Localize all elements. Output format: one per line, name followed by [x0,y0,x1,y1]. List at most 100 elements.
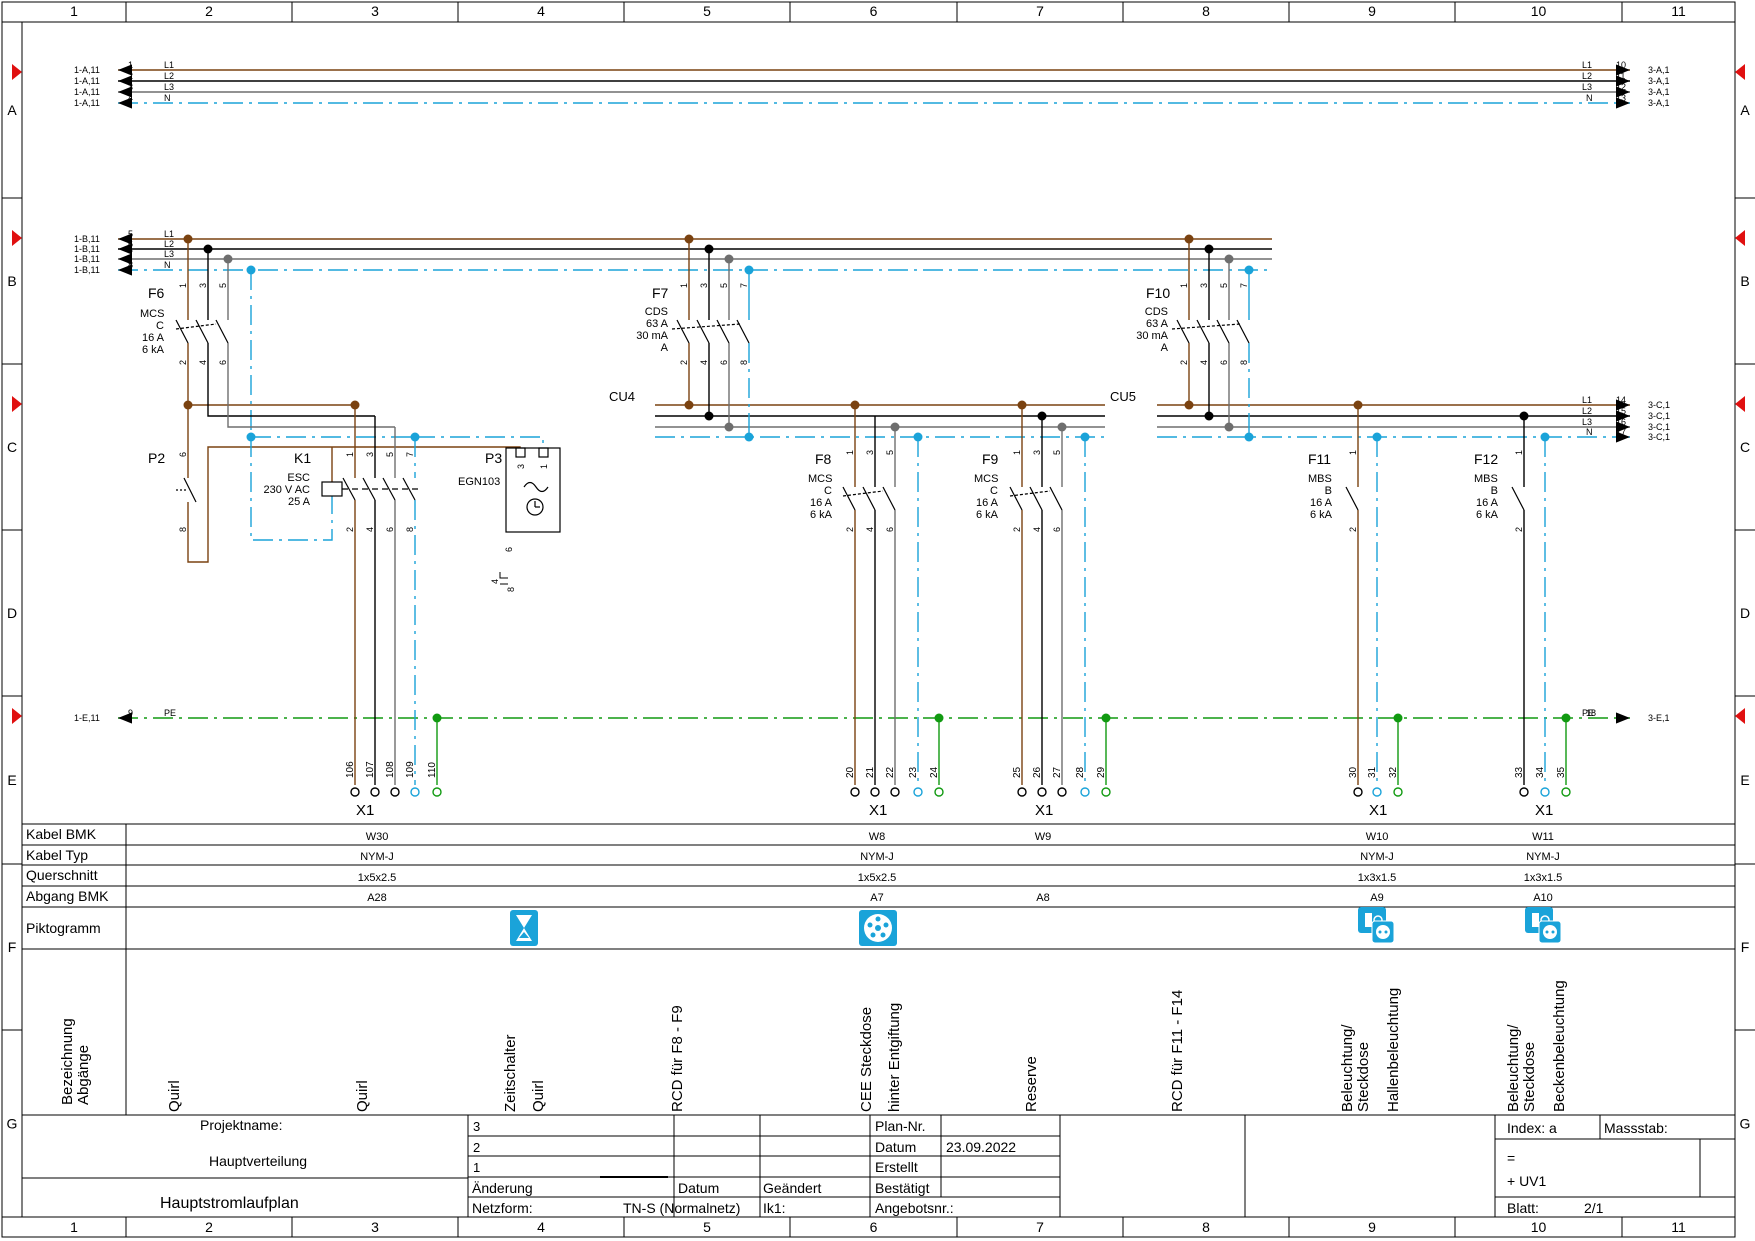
bus-c-right-3: 3-C,1 [1648,422,1670,432]
terminal-number: 6 [504,547,514,552]
timer-p3 [505,447,561,533]
row-label: B [1740,273,1749,289]
f9-line: 16 A [976,497,999,509]
terminal-number: 22 [885,766,896,778]
f6-type: MCS [140,308,164,320]
terminal-number: 31 [1367,766,1378,778]
row-label-kabel-typ: Kabel Typ [26,847,88,863]
terminal-circle [390,787,400,797]
junction-dot [724,254,734,264]
abgang-a7: A7 [870,892,883,904]
terminal-number: 2 [1179,360,1189,365]
bus-cu4 [655,404,1105,438]
datum-label: Datum [875,1139,916,1155]
terminal-number: 25 [1012,766,1023,778]
terminal-number: 4 [699,360,709,365]
terminal-number: 8 [178,527,188,532]
terminal-number: 1 [178,283,188,288]
terminal-circle [1057,787,1067,797]
bus-b-num: 8 [128,260,133,270]
abgang-a10: A10 [1533,892,1553,904]
terminal-number: 7 [405,452,415,457]
column-label: 7 [1036,3,1044,19]
pe-left: 1-E,11 [74,713,100,723]
terminal-number: 2 [1514,527,1524,532]
bez-cee: CEE Steckdose [858,1007,875,1112]
blatt-value: 2/1 [1584,1200,1604,1216]
junction-dot [410,432,420,442]
f11-line: 6 kA [1310,509,1333,521]
bus-a-num: 2 [128,71,133,81]
k1-line: 25 A [288,496,311,508]
breaker-f9 [1009,486,1063,511]
bez-rcd-f8-f9: RCD für F8 - F9 [669,1005,686,1112]
pe-label-right: PE [1582,708,1594,718]
bus-a-left-2: 1-A,11 [74,76,100,86]
bus-b-num: 7 [128,249,133,259]
wire-p2-out [187,446,521,563]
wire-f6-out-l1 [187,343,355,406]
bus-a-right-1: 3-A,1 [1648,65,1670,75]
f11-line: 16 A [1310,497,1333,509]
f11-line: B [1325,485,1332,497]
f7-name: F7 [652,285,669,301]
bez-rcd-f11-f14: RCD für F11 - F14 [1169,990,1186,1112]
terminal-number: 6 [385,527,395,532]
terminal-number: 29 [1096,766,1107,778]
terminal-number: 32 [1388,766,1399,778]
junction-dot [1519,411,1529,421]
wire-f6-out-l2 [207,343,375,417]
terminal-number: 1 [1012,450,1022,455]
bus-a-num: 1 [128,60,133,70]
bez-bel-2: Beleuchtung/ [1505,1024,1522,1112]
phase-label: N [1586,93,1593,103]
terminal-number: 109 [405,761,416,778]
breaker-f8 [842,486,896,511]
datum-col-label: Datum [678,1180,719,1196]
column-label: 8 [1202,1219,1210,1235]
bus-b-num: 6 [128,239,133,249]
breaker-f12 [1511,486,1525,511]
bez-bel-1: Beleuchtung/ [1339,1024,1356,1112]
querschnitt-4: 1x3x1.5 [1524,872,1563,884]
junction-dot [1353,400,1363,410]
abgang-a9: A9 [1370,892,1383,904]
bus-a-num: 10 [1616,60,1626,70]
row-label: C [7,439,17,455]
phase-label: L1 [164,229,174,239]
column-label: 7 [1036,1219,1044,1235]
bus-a-num: 12 [1616,82,1626,92]
terminal-circle [934,787,944,797]
terminal-circle [890,787,900,797]
rcd-f7 [671,319,750,344]
terminal-number: 2 [1348,527,1358,532]
junction-dot [1204,411,1214,421]
phase-label: L1 [164,60,174,70]
bestaetigt-label: Bestätigt [875,1180,930,1196]
terminal-number: 33 [1514,766,1525,778]
terminal-number: 106 [345,761,356,778]
junction-dot [724,422,734,432]
datum-value: 23.09.2022 [946,1139,1016,1155]
row-label: C [1740,439,1750,455]
terminal-number: 4 [1032,527,1042,532]
f9-name: F9 [982,451,999,467]
column-label: 3 [371,1219,379,1235]
row-label: B [7,273,16,289]
terminal-number: 6 [885,527,895,532]
f7-line: 30 mA [636,330,668,342]
terminal-number: 3 [1199,283,1209,288]
terminal-block-name: X1 [1369,802,1387,819]
bus-c-num: 16 [1616,417,1626,427]
terminal-number: 1 [679,283,689,288]
rev-3: 3 [473,1119,480,1134]
f10-line: 63 A [1146,318,1169,330]
blatt-label: Blatt: [1507,1200,1539,1216]
p3-name: P3 [485,450,502,466]
kabel-bmk-w30: W30 [366,831,389,843]
column-label: 5 [703,1219,711,1235]
rcd-f10 [1171,319,1250,344]
terminal-number: 1 [1179,283,1189,288]
kabel-bmk-w10: W10 [1366,831,1389,843]
f6-line: 6 kA [142,344,165,356]
